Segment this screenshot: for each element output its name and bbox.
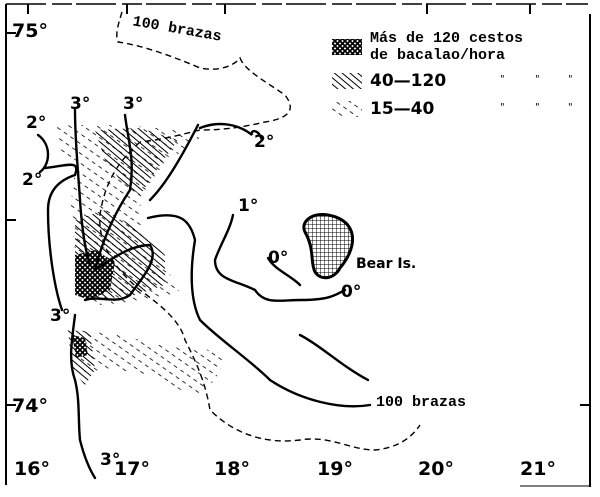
longitude-label-16: 16° bbox=[14, 458, 50, 480]
longitude-label-17: 17° bbox=[114, 458, 150, 480]
isotherm-label-3-a: 3° bbox=[70, 94, 91, 114]
isotherms bbox=[36, 108, 372, 480]
legend-row-medium: 40—120 bbox=[330, 70, 446, 92]
longitude-label-21: 21° bbox=[520, 458, 556, 480]
legend-row-heavy: Más de 120 cestos de bacalao/hora bbox=[330, 30, 523, 64]
legend-heavy-line2: de bacalao/hora bbox=[370, 47, 506, 64]
isobath-label-bottom: 100 brazas bbox=[376, 394, 467, 411]
isotherm-label-0-b: 0° bbox=[341, 282, 362, 302]
isotherm-label-2-b: 2° bbox=[22, 170, 43, 190]
latitude-label-74: 74° bbox=[12, 395, 48, 417]
sparse-hatch-swatch-icon bbox=[332, 101, 362, 117]
bear-island-label: Bear Is. bbox=[356, 256, 417, 272]
isotherm-label-0-a: 0° bbox=[268, 248, 289, 268]
dense-hatch-swatch-icon bbox=[332, 73, 362, 89]
legend: Más de 120 cestos de bacalao/hora 40—120… bbox=[330, 24, 580, 124]
legend-heavy-line1: Más de 120 cestos bbox=[370, 30, 524, 47]
ditto-mark: " bbox=[500, 74, 505, 85]
legend-medium-range: 40—120 bbox=[370, 71, 447, 91]
isotherm-label-3-c: 3° bbox=[50, 306, 71, 326]
bear-island bbox=[302, 212, 355, 280]
ditto-mark: " bbox=[568, 102, 573, 113]
longitude-label-20: 20° bbox=[418, 458, 454, 480]
latitude-label-75: 75° bbox=[12, 20, 48, 42]
longitude-label-18: 18° bbox=[214, 458, 250, 480]
ditto-mark: " bbox=[535, 102, 540, 113]
isotherm-label-3-d: 3° bbox=[100, 450, 121, 470]
legend-row-light: 15—40 bbox=[330, 98, 434, 120]
legend-light-range: 15—40 bbox=[370, 99, 435, 119]
ditto-mark: " bbox=[500, 102, 505, 113]
longitude-label-19: 19° bbox=[317, 458, 353, 480]
isotherm-label-3-b: 3° bbox=[123, 94, 144, 114]
isotherm-label-1: 1° bbox=[238, 196, 259, 216]
isotherm-label-2-a: 2° bbox=[26, 113, 47, 133]
isobaths-100-brazas bbox=[99, 11, 421, 451]
map-frame bbox=[5, 3, 591, 487]
isotherm-label-2-c: 2° bbox=[254, 132, 275, 152]
ditto-mark: " bbox=[535, 74, 540, 85]
crosshatch-swatch-icon bbox=[332, 39, 362, 55]
ditto-mark: " bbox=[568, 74, 573, 85]
